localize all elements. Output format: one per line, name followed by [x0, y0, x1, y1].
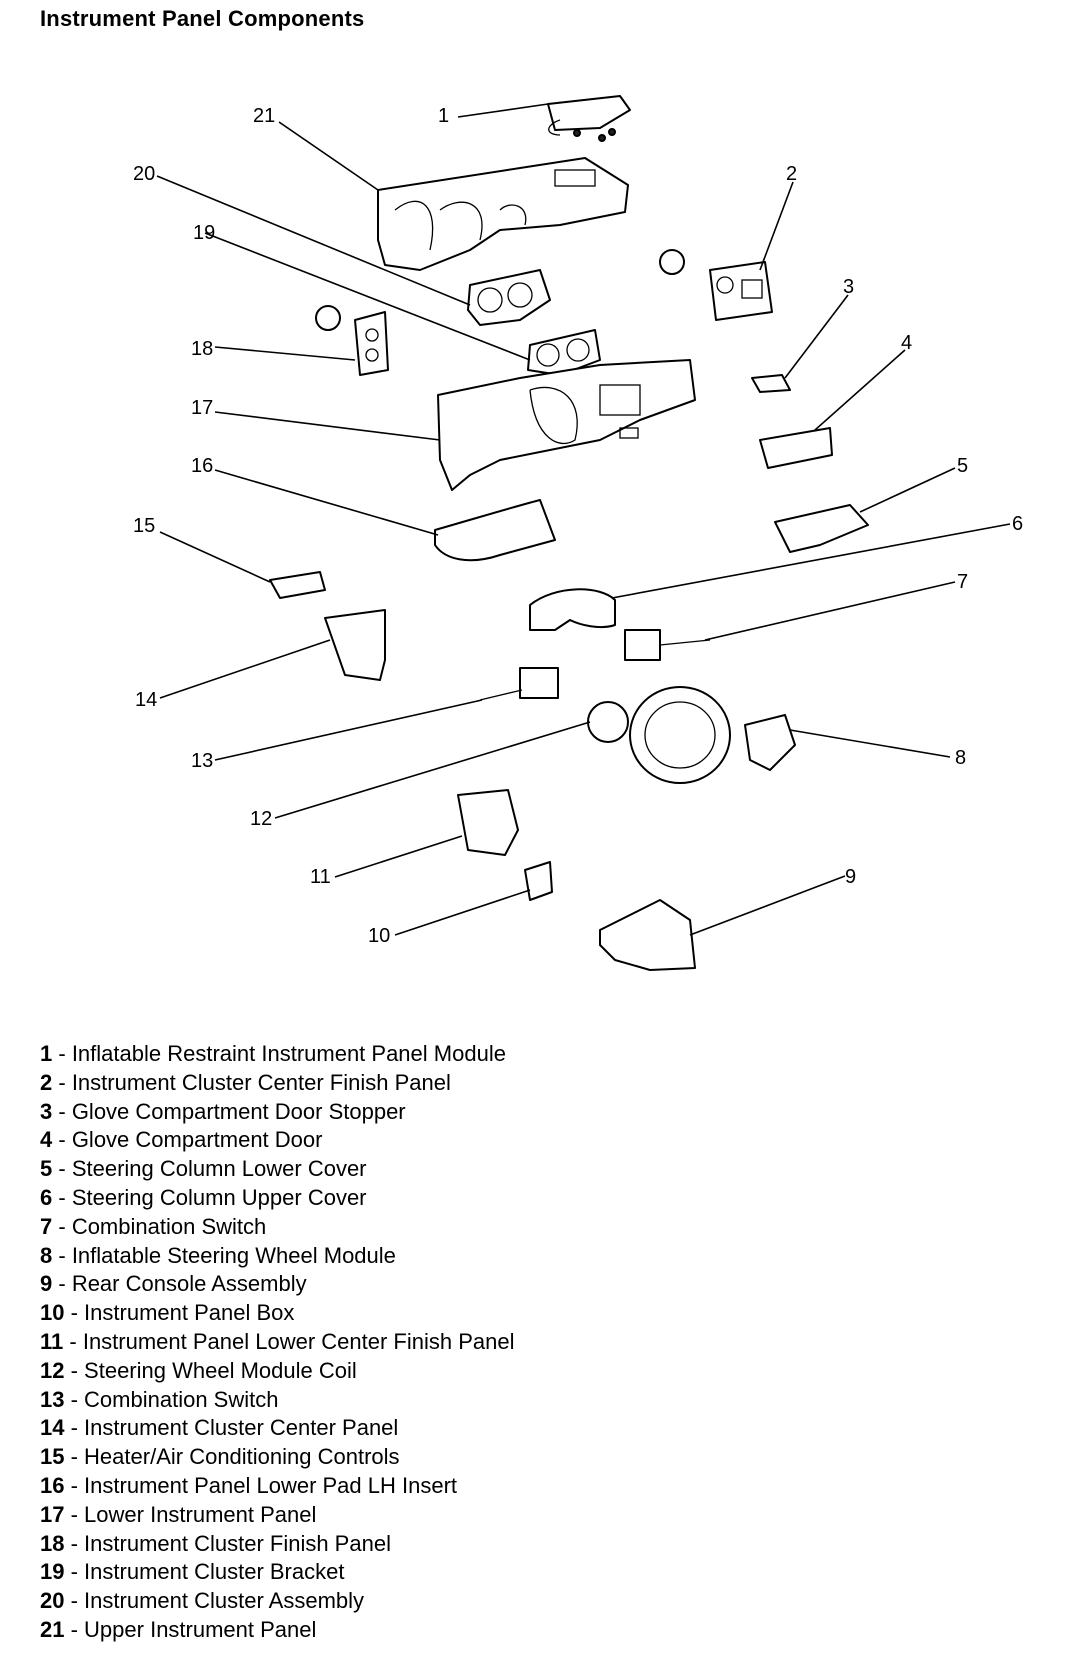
callout-18: 18 — [191, 338, 213, 360]
callout-20: 20 — [133, 163, 155, 185]
legend-item-20: 20 - Instrument Cluster Assembly — [40, 1588, 365, 1614]
legend-item-5: 5 - Steering Column Lower Cover — [40, 1156, 367, 1182]
legend-item-12: 12 - Steering Wheel Module Coil — [40, 1357, 357, 1383]
instrument-cluster-assembly-part — [467, 269, 551, 326]
callout-1: 1 — [438, 105, 449, 127]
leader-line-18 — [214, 346, 356, 361]
legend-item-11: 11 - Instrument Panel Lower Center Finis… — [40, 1328, 515, 1354]
lower-pad-lh-insert-part — [434, 499, 556, 562]
exploded-view-diagram: 1 2 3 4 5 6 7 8 9 10 11 12 13 14 15 16 1… — [0, 60, 1088, 1020]
callout-7: 7 — [957, 571, 968, 593]
leader-line-8 — [789, 729, 951, 758]
legend-item-6: 6 - Steering Column Upper Cover — [40, 1184, 367, 1210]
callout-19: 19 — [193, 222, 215, 244]
leader-line-3 — [784, 294, 849, 379]
callout-6: 6 — [1012, 513, 1023, 535]
hvac-controls-part — [269, 571, 326, 599]
leader-line-5 — [859, 467, 956, 513]
leader-line-21 — [278, 121, 379, 191]
legend-item-16: 16 - Instrument Panel Lower Pad LH Inser… — [40, 1472, 458, 1498]
leader-line-10 — [394, 889, 531, 936]
leader-line-4 — [814, 349, 906, 431]
combination-switch-right-part — [624, 629, 711, 661]
legend-item-15: 15 - Heater/Air Conditioning Controls — [40, 1444, 400, 1470]
diagram-title: Instrument Panel Components — [40, 6, 365, 31]
small-vent-part — [315, 305, 341, 331]
leader-line-1 — [457, 103, 549, 118]
legend-item-2: 2 - Instrument Cluster Center Finish Pan… — [40, 1069, 451, 1095]
leader-line-19 — [204, 232, 531, 361]
legend-item-13: 13 - Combination Switch — [40, 1386, 279, 1412]
upper-instrument-panel-part — [377, 157, 629, 271]
leader-line-7 — [704, 581, 956, 641]
cluster-center-panel-part — [324, 609, 386, 681]
steering-column-upper-cover-part — [529, 588, 616, 631]
callout-16: 16 — [191, 455, 213, 477]
lower-instrument-panel-part — [437, 359, 696, 491]
callout-2: 2 — [786, 163, 797, 185]
glove-compartment-door-part — [759, 427, 833, 469]
legend-item-3: 3 - Glove Compartment Door Stopper — [40, 1098, 406, 1124]
callout-9: 9 — [845, 866, 856, 888]
leader-line-12 — [274, 721, 591, 819]
steering-wheel-airbag-part — [744, 714, 796, 771]
steering-wheel-coil-part — [587, 701, 629, 743]
ip-airbag-module-part — [547, 95, 631, 142]
legend-item-9: 9 - Rear Console Assembly — [40, 1271, 307, 1297]
leader-line-14 — [159, 639, 331, 699]
leader-line-15 — [159, 531, 271, 583]
vent-part — [659, 249, 685, 275]
lower-center-finish-panel-part — [457, 789, 519, 856]
legend-item-8: 8 - Inflatable Steering Wheel Module — [40, 1242, 396, 1268]
legend-item-1: 1 - Inflatable Restraint Instrument Pane… — [40, 1041, 506, 1066]
leader-line-9 — [689, 875, 846, 936]
legend-item-19: 19 - Instrument Cluster Bracket — [40, 1559, 345, 1585]
rear-console-assembly-part — [599, 899, 696, 971]
cluster-center-finish-panel-part — [709, 261, 773, 321]
legend-item-7: 7 - Combination Switch — [40, 1213, 267, 1239]
leader-line-20 — [156, 175, 471, 306]
callout-4: 4 — [901, 332, 912, 354]
glove-door-stopper-part — [751, 374, 791, 393]
legend-item-17: 17 - Lower Instrument Panel — [40, 1501, 317, 1527]
callout-21: 21 — [253, 105, 275, 127]
instrument-panel-box-part — [524, 861, 553, 901]
callout-11: 11 — [310, 866, 331, 888]
callout-8: 8 — [955, 747, 966, 769]
legend-item-10: 10 - Instrument Panel Box — [40, 1300, 295, 1326]
parts-legend: 1 - Inflatable Restraint Instrument Pane… — [40, 1040, 515, 1645]
cluster-finish-panel-part — [354, 311, 389, 376]
callout-12: 12 — [250, 808, 272, 830]
legend-item-4: 4 - Glove Compartment Door — [40, 1127, 323, 1153]
legend-item-18: 18 - Instrument Cluster Finish Panel — [40, 1530, 391, 1556]
callout-17: 17 — [191, 397, 213, 419]
leader-line-17 — [214, 411, 441, 441]
callout-10: 10 — [368, 925, 390, 947]
legend-item-21: 21 - Upper Instrument Panel — [40, 1616, 317, 1642]
leader-line-16 — [214, 469, 439, 536]
callout-5: 5 — [957, 455, 968, 477]
callout-15: 15 — [133, 515, 155, 537]
callout-13: 13 — [191, 750, 213, 772]
callout-14: 14 — [135, 689, 157, 711]
legend-item-14: 14 - Instrument Cluster Center Panel — [40, 1415, 399, 1441]
callout-3: 3 — [843, 276, 854, 298]
combination-switch-left-part — [479, 667, 559, 701]
leader-line-13 — [214, 699, 483, 761]
leader-line-11 — [334, 835, 463, 878]
steering-wheel-part — [629, 686, 731, 784]
steering-column-lower-cover-part — [774, 504, 869, 553]
leader-line-2 — [759, 181, 794, 271]
leader-line-6 — [611, 523, 1011, 599]
